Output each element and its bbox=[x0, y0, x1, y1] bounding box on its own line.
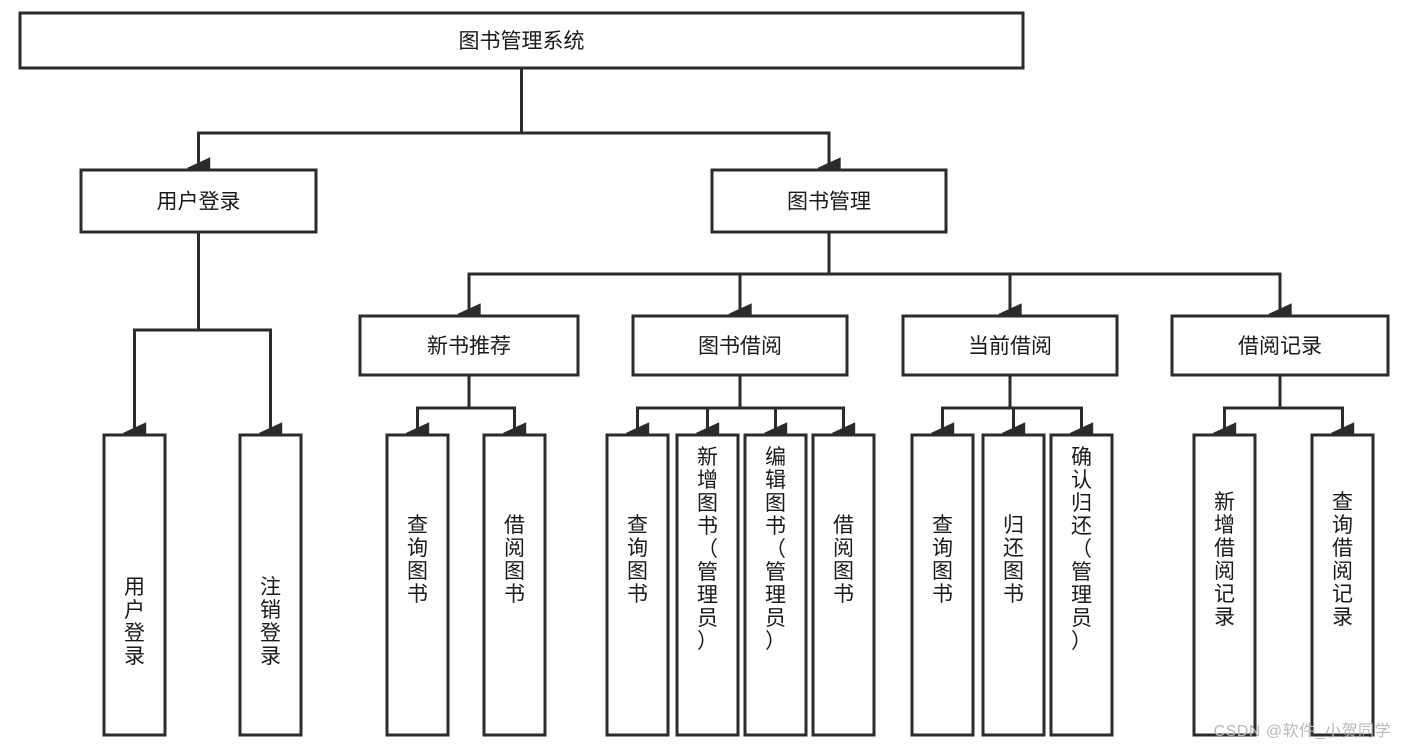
leaf-node-4-label: 查询图书 bbox=[627, 514, 648, 606]
leaf-node-0[interactable]: 用户登录 bbox=[102, 433, 167, 737]
leaf-node-12-box[interactable] bbox=[1310, 433, 1375, 737]
node-layer: 图书管理系统用户登录图书管理新书推荐图书借阅当前借阅借阅记录用户登录注销登录查询… bbox=[18, 11, 1390, 737]
leaf-node-1-label: 注销登录 bbox=[260, 576, 281, 668]
connector-layer bbox=[122, 66, 1355, 444]
level2-node-0[interactable]: 用户登录 bbox=[79, 168, 318, 234]
level3-node-0[interactable]: 新书推荐 bbox=[358, 314, 580, 377]
leaf-node-0-box[interactable] bbox=[102, 433, 167, 737]
leaf-node-5-label: 新增图书（管理员） bbox=[697, 446, 718, 653]
leaf-node-6-label: 编辑图书（管理员） bbox=[765, 446, 786, 653]
level3-node-1[interactable]: 图书借阅 bbox=[631, 314, 849, 377]
leaf-node-3[interactable]: 借阅图书 bbox=[482, 433, 547, 737]
root-node-box[interactable] bbox=[18, 11, 1025, 70]
leaf-node-12-label: 查询借阅记录 bbox=[1332, 491, 1353, 629]
leaf-node-4-box[interactable] bbox=[605, 433, 670, 737]
leaf-node-2[interactable]: 查询图书 bbox=[385, 433, 450, 737]
level2-node-0-label: 用户登录 bbox=[157, 191, 241, 214]
leaf-node-9-label: 归还图书 bbox=[1003, 514, 1024, 606]
level3-node-3-label: 借阅记录 bbox=[1238, 335, 1322, 358]
leaf-node-9[interactable]: 归还图书 bbox=[981, 433, 1046, 737]
level3-node-2[interactable]: 当前借阅 bbox=[901, 314, 1119, 377]
level3-node-3-box[interactable] bbox=[1170, 314, 1390, 377]
level3-node-3[interactable]: 借阅记录 bbox=[1170, 314, 1390, 377]
level3-node-0-label: 新书推荐 bbox=[427, 335, 511, 358]
leaf-node-7-box[interactable] bbox=[811, 433, 876, 737]
level2-node-1[interactable]: 图书管理 bbox=[710, 168, 948, 234]
leaf-node-3-label: 借阅图书 bbox=[504, 514, 525, 606]
leaf-node-11-box[interactable] bbox=[1192, 433, 1257, 737]
leaf-node-11[interactable]: 新增借阅记录 bbox=[1192, 433, 1257, 737]
level3-node-1-label: 图书借阅 bbox=[698, 335, 782, 358]
leaf-node-6[interactable]: 编辑图书（管理员） bbox=[743, 433, 808, 737]
leaf-node-2-box[interactable] bbox=[385, 433, 450, 737]
root-node-label: 图书管理系统 bbox=[459, 30, 585, 53]
csdn-watermark: CSDN @软件_小贺同学 bbox=[1213, 723, 1391, 740]
level3-node-1-box[interactable] bbox=[631, 314, 849, 377]
leaf-node-3-box[interactable] bbox=[482, 433, 547, 737]
leaf-node-0-label: 用户登录 bbox=[124, 576, 145, 668]
leaf-node-5[interactable]: 新增图书（管理员） bbox=[675, 433, 740, 737]
leaf-node-10-box[interactable] bbox=[1049, 433, 1114, 737]
level3-node-0-box[interactable] bbox=[358, 314, 580, 377]
leaf-node-10-label: 确认归还（管理员） bbox=[1071, 446, 1092, 653]
leaf-node-6-box[interactable] bbox=[743, 433, 808, 737]
leaf-node-11-label: 新增借阅记录 bbox=[1214, 491, 1235, 629]
root-node[interactable]: 图书管理系统 bbox=[18, 11, 1025, 70]
level2-node-1-label: 图书管理 bbox=[787, 191, 871, 214]
leaf-node-4[interactable]: 查询图书 bbox=[605, 433, 670, 737]
leaf-node-2-label: 查询图书 bbox=[407, 514, 428, 606]
leaf-node-10[interactable]: 确认归还（管理员） bbox=[1049, 433, 1114, 737]
leaf-node-12[interactable]: 查询借阅记录 bbox=[1310, 433, 1375, 737]
level3-node-2-box[interactable] bbox=[901, 314, 1119, 377]
leaf-node-1[interactable]: 注销登录 bbox=[238, 433, 303, 737]
level2-node-1-box[interactable] bbox=[710, 168, 948, 234]
leaf-node-8-box[interactable] bbox=[910, 433, 975, 737]
level2-node-0-box[interactable] bbox=[79, 168, 318, 234]
leaf-node-9-box[interactable] bbox=[981, 433, 1046, 737]
leaf-node-7[interactable]: 借阅图书 bbox=[811, 433, 876, 737]
leaf-node-5-box[interactable] bbox=[675, 433, 740, 737]
leaf-node-7-label: 借阅图书 bbox=[833, 514, 854, 606]
leaf-node-8[interactable]: 查询图书 bbox=[910, 433, 975, 737]
leaf-node-8-label: 查询图书 bbox=[932, 514, 953, 606]
leaf-node-1-box[interactable] bbox=[238, 433, 303, 737]
level3-node-2-label: 当前借阅 bbox=[968, 335, 1052, 358]
